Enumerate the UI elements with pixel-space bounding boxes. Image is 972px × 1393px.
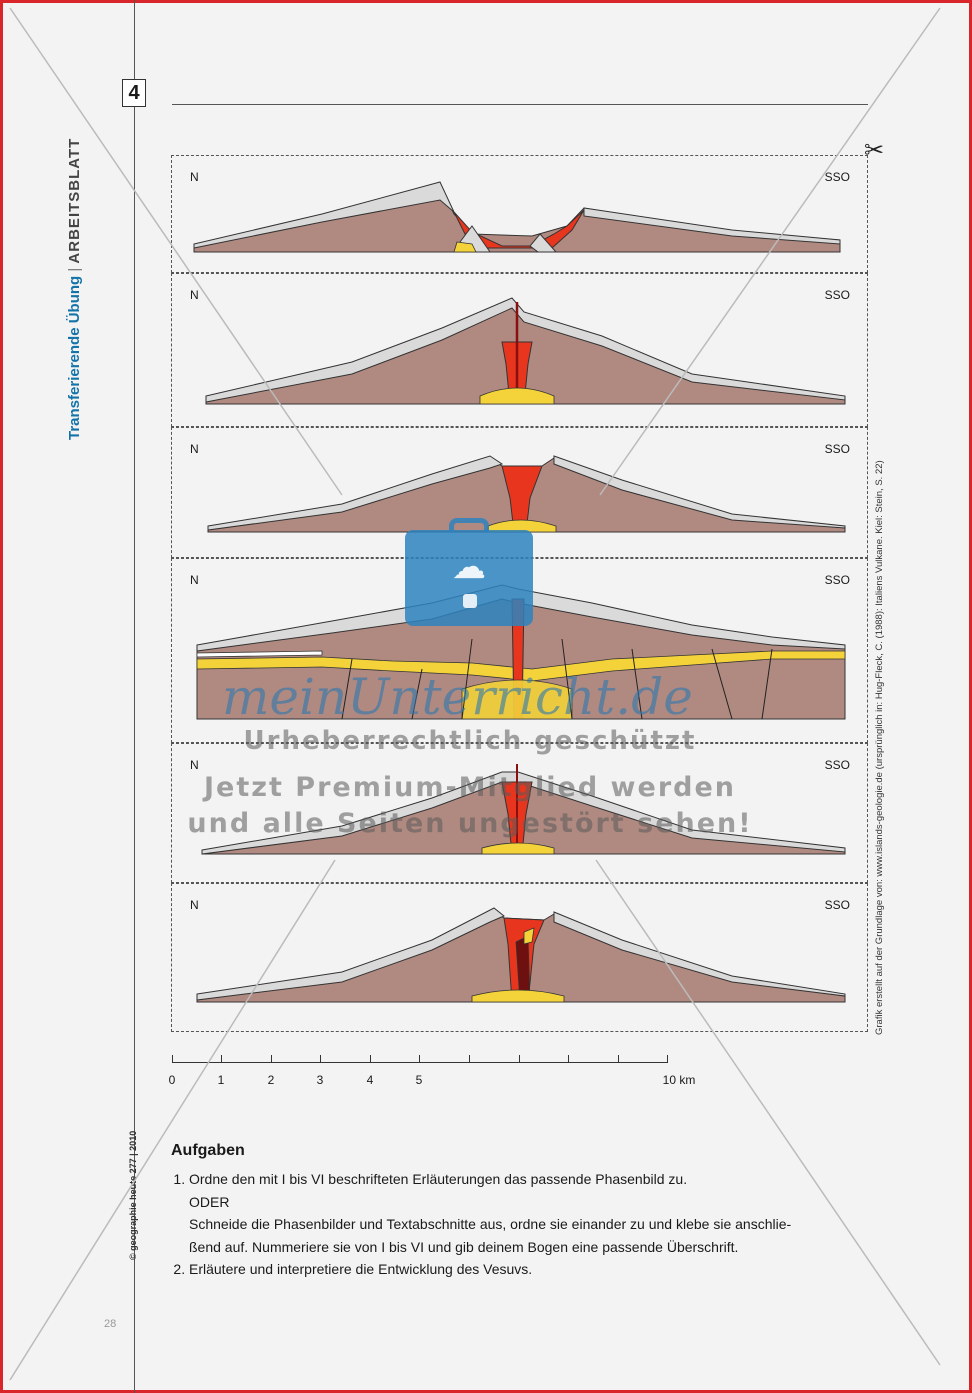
task-item-1: Ordne den mit I bis VI beschrifteten Erl… [189, 1168, 871, 1258]
watermark-line-1: Urheberrechtlich geschützt [243, 726, 697, 756]
watermark-line-2: Jetzt Premium-Mitglied werden [204, 772, 736, 803]
briefcase-cloud-icon: ☁ [405, 518, 533, 626]
copyright-note: © geographie heute 277 | 2010 [128, 1130, 138, 1260]
scale-label: 1 [217, 1073, 225, 1087]
tasks-section: Aufgaben Ordne den mit I bis VI beschrif… [171, 1142, 871, 1281]
cloud-icon: ☁ [452, 548, 486, 586]
task-2-line-1: Erläutere und interpretiere die Entwickl… [189, 1261, 533, 1277]
side-title-separator: | [66, 263, 83, 276]
scale-tick [469, 1055, 470, 1063]
scale-tick [271, 1055, 272, 1063]
phase-panel-5: N SSO [171, 743, 868, 883]
watermark-line-3: und alle Seiten ungestört sehen! [187, 808, 753, 839]
briefcase-clasp [463, 594, 477, 608]
scale-tick [419, 1055, 420, 1063]
chapter-number: 4 [122, 79, 146, 107]
scale-label: 0 [168, 1073, 176, 1087]
side-title: Transferierende Übung | ARBEITSBLATT [66, 80, 96, 440]
scale-label: 4 [366, 1073, 374, 1087]
scale-label: 2 [267, 1073, 275, 1087]
scale-tick [221, 1055, 222, 1063]
scale-tick [370, 1055, 371, 1063]
watermark-brand: meinUnterricht.de [222, 668, 693, 726]
header-rule [172, 104, 868, 105]
volcano-profile-2 [205, 297, 846, 405]
scale-label: 5 [415, 1073, 423, 1087]
phase-panel-1: N SSO [171, 155, 868, 273]
side-title-sub: ARBEITSBLATT [66, 137, 83, 264]
page-number: 28 [104, 1318, 117, 1330]
scale-label: 3 [316, 1073, 324, 1087]
scale-tick [519, 1055, 520, 1063]
task-1-line-2: ODER [189, 1193, 230, 1210]
side-title-main: Transferierende Übung [66, 275, 83, 440]
task-1-line-1: Ordne den mit I bis VI beschrifteten Erl… [189, 1171, 688, 1187]
volcano-profile-5 [201, 764, 846, 855]
phase-panel-6: N SSO [171, 883, 868, 1032]
scale-tick [320, 1055, 321, 1063]
scale-tick [667, 1055, 668, 1063]
panel-south-label: SSO [824, 758, 850, 772]
panel-south-label: SSO [824, 573, 850, 587]
task-1-line-4: ßend auf. Nummeriere sie von I bis VI un… [189, 1238, 739, 1255]
scale-line [172, 1062, 668, 1063]
scale-tick [618, 1055, 619, 1063]
scale-tick [568, 1055, 569, 1063]
scale-bar: 0 1 2 3 4 5 10 km [168, 1052, 695, 1092]
panel-north-label: N [190, 758, 199, 772]
volcano-profile-1 [193, 181, 841, 253]
phase-panel-2: N SSO [171, 273, 868, 427]
tasks-heading: Aufgaben [171, 1142, 245, 1159]
briefcase-handle [449, 518, 489, 532]
task-1-line-3: Schneide die Phasenbilder und Textabschn… [189, 1216, 792, 1232]
scale-tick [172, 1055, 173, 1063]
scale-label: 10 km [662, 1073, 696, 1087]
margin-line [134, 0, 135, 1393]
panel-north-label: N [190, 573, 199, 587]
volcano-profile-6 [196, 907, 846, 1003]
tasks-list: Ordne den mit I bis VI beschrifteten Erl… [171, 1168, 871, 1281]
task-item-2: Erläutere und interpretiere die Entwickl… [189, 1258, 871, 1281]
